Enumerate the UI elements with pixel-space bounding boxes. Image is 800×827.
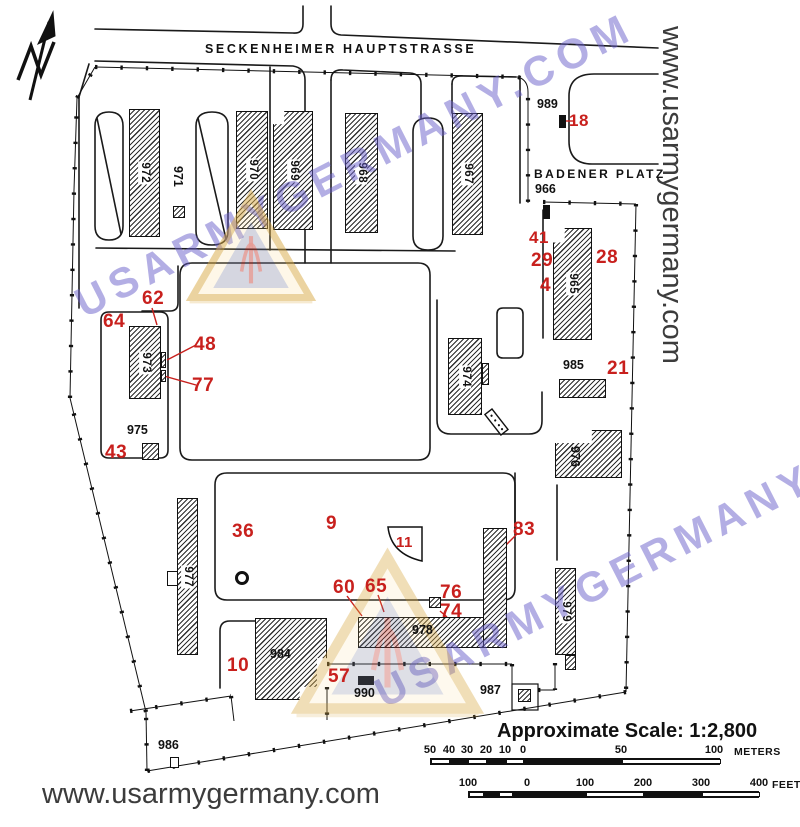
building-978-shed <box>429 597 441 608</box>
building-label-977: 977 <box>181 565 195 588</box>
building-973-annex-a <box>161 352 166 368</box>
building-985 <box>559 379 606 398</box>
building-978 <box>358 617 507 648</box>
building-label-979: 979 <box>559 600 573 623</box>
building-975 <box>142 443 159 460</box>
tilted-dotted-structure <box>483 408 509 437</box>
building-978-wing <box>483 528 507 648</box>
building-977-annex <box>167 571 178 586</box>
building-990 <box>358 676 374 685</box>
fence-posts <box>542 199 637 207</box>
building-label-969: 969 <box>287 159 300 182</box>
building-979-step <box>565 655 576 670</box>
fence-posts <box>623 203 639 693</box>
building-976 <box>555 430 622 478</box>
building-label-968: 968 <box>355 161 369 185</box>
building-977: 977 <box>177 498 198 655</box>
building-label-965: 965 <box>566 272 580 296</box>
building-974-annex <box>482 363 489 385</box>
building-970: 970 <box>236 111 268 229</box>
building-986 <box>170 757 179 768</box>
building-965: 965 <box>553 228 592 340</box>
fence-posts <box>129 693 232 714</box>
building-968: 968 <box>345 113 378 233</box>
building-987 <box>518 689 531 702</box>
fence-posts <box>517 74 531 203</box>
red-leader-lines <box>151 120 573 618</box>
building-label-973: 973 <box>139 351 152 374</box>
building-973: 973 <box>129 326 161 399</box>
north-arrow-icon <box>16 10 56 101</box>
building-966 <box>543 205 550 219</box>
building-969: 969 <box>273 111 313 230</box>
building-972: 972 <box>129 109 160 237</box>
building-974: 974 <box>448 338 482 415</box>
flagpole-circle <box>235 571 249 585</box>
building-989 <box>559 115 566 128</box>
building-label-967: 967 <box>461 162 475 186</box>
building-967: 967 <box>452 113 483 235</box>
building-971 <box>173 206 185 218</box>
building-973-annex-b <box>161 370 166 382</box>
quarter-circle-structure <box>387 526 423 562</box>
bldg-987-enclosure <box>511 683 539 711</box>
building-label-972: 972 <box>138 161 152 185</box>
building-label-974: 974 <box>459 365 472 388</box>
building-979: 979 <box>555 568 576 655</box>
building-984 <box>255 618 327 700</box>
building-label-970: 970 <box>246 158 259 182</box>
boundary-fence <box>67 64 639 774</box>
